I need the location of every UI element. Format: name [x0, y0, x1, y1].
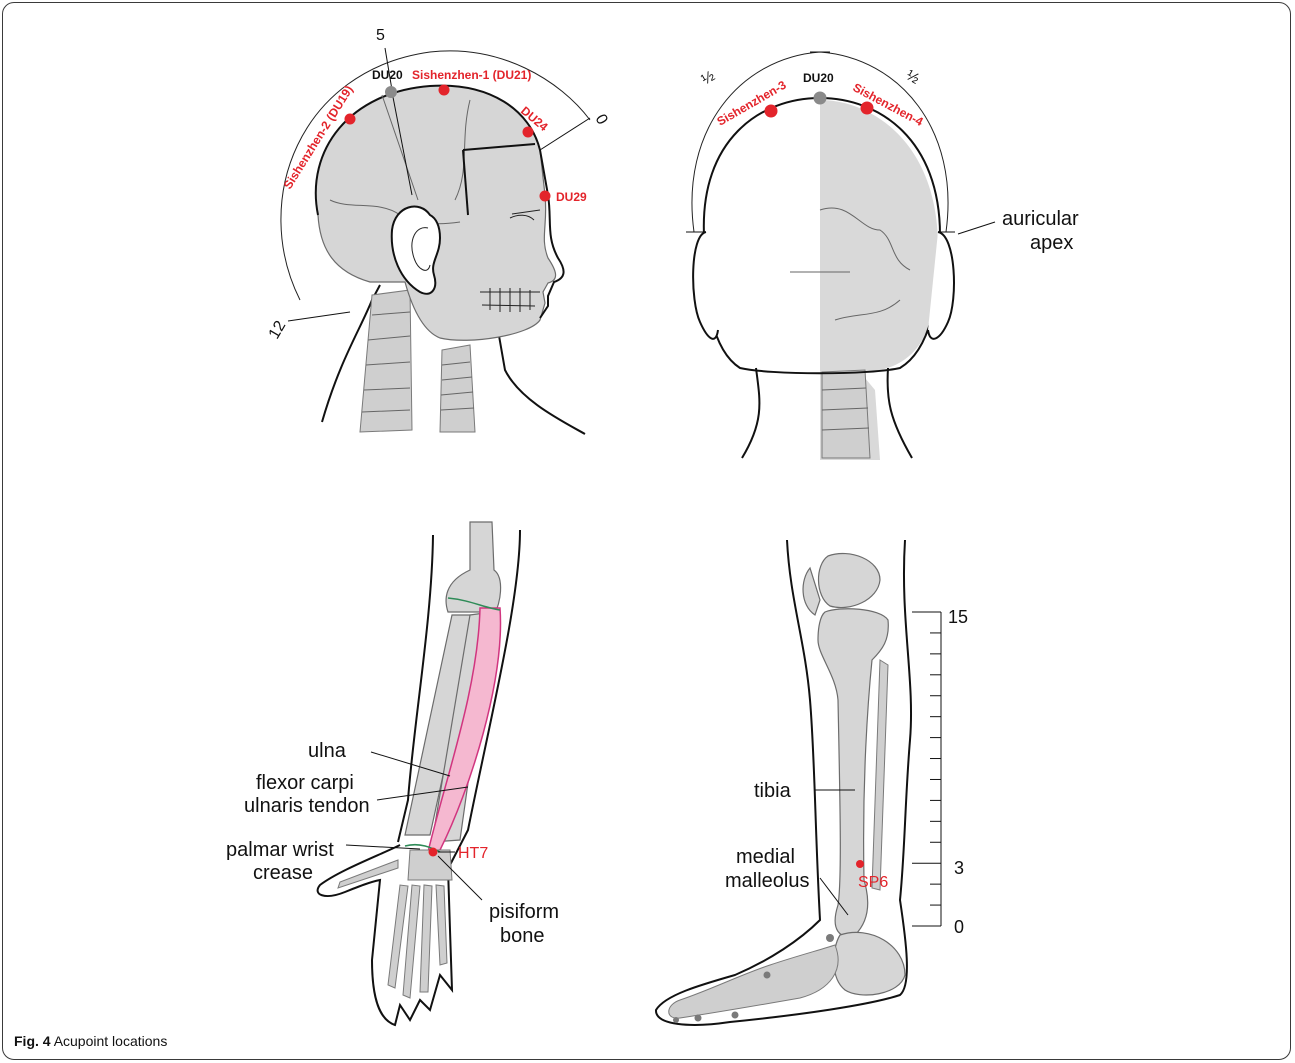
scale-mark-12: 12: [266, 318, 290, 342]
leg-view: tibia medial malleolus SP6 15 3 0: [656, 540, 968, 1025]
malleolus-label-2: malleolus: [725, 870, 809, 892]
scale-ticks: [912, 612, 941, 926]
fcu-label-1: flexor carpi: [256, 772, 354, 794]
bone-dot-3: [695, 1015, 702, 1022]
navicular-dot: [826, 934, 834, 942]
scale-label-15: 15: [948, 607, 968, 627]
palmar-crease-label-1: palmar wrist: [226, 839, 334, 861]
du24-point: [523, 127, 534, 138]
sp6-point: [856, 860, 864, 868]
bone-dot-1: [764, 972, 771, 979]
sishenzhen3-point: [765, 105, 778, 118]
scale-label-0: 0: [954, 917, 964, 937]
caption-text: Acupoint locations: [54, 1033, 168, 1049]
palmar-crease-label-2: crease: [253, 862, 313, 884]
ht7-label: HT7: [458, 845, 488, 862]
malleolus-label-1: medial: [736, 846, 795, 868]
sishenzhen1-point: [439, 85, 450, 96]
pisiform-label-2: bone: [500, 925, 545, 947]
du20-point-side: [385, 86, 397, 98]
sishenzhen3-label: Sishenzhen-3: [715, 78, 789, 129]
half-right-mark: ½: [903, 67, 923, 88]
bone-dot-2: [732, 1012, 739, 1019]
foot-bones: [669, 945, 838, 1018]
trachea: [440, 345, 475, 432]
half-left-mark: ½: [699, 67, 719, 88]
scale-mark-5: 5: [376, 27, 385, 44]
bone-dot-4: [673, 1017, 679, 1023]
scale-label-3: 3: [954, 858, 964, 878]
fcu-label-2: ulnaris tendon: [244, 795, 370, 817]
ear-left: [693, 232, 718, 339]
du29-point: [540, 191, 551, 202]
auricular-apex-label-2: apex: [1030, 232, 1073, 254]
auricular-apex-label-1: auricular: [1002, 208, 1079, 230]
fibula: [872, 660, 888, 890]
caption-label: Fig. 4: [14, 1033, 51, 1049]
sp6-label: SP6: [858, 874, 888, 891]
pisiform-label-1: pisiform: [489, 901, 559, 923]
figure-caption: Fig. 4 Acupoint locations: [14, 1033, 167, 1049]
ht7-point: [429, 848, 438, 857]
calcaneus: [834, 932, 905, 995]
sishenzhen1-label: Sishenzhen-1 (DU21): [412, 68, 531, 82]
ulna-label: ulna: [308, 740, 347, 762]
head-back-view: ½ ½ DU20 Sishenzhen-3 Sishenzhen-4 auric…: [686, 52, 1079, 460]
du29-label: DU29: [556, 190, 587, 204]
forearm-view: ulna flexor carpi ulnaris tendon palmar …: [226, 522, 559, 1025]
scale-mark-0: 0: [592, 112, 611, 128]
head-side-view: 5 0 12 DU20 Sishenzhen-1 (DU21) Sishenzh…: [266, 27, 611, 434]
tibia-label: tibia: [754, 780, 792, 802]
du20-label-side: DU20: [372, 68, 403, 82]
du20-point-back: [814, 92, 827, 105]
patella: [803, 568, 820, 615]
sishenzhen2-point: [345, 114, 356, 125]
du20-label-back: DU20: [803, 71, 834, 85]
femur-condyle: [818, 553, 880, 607]
